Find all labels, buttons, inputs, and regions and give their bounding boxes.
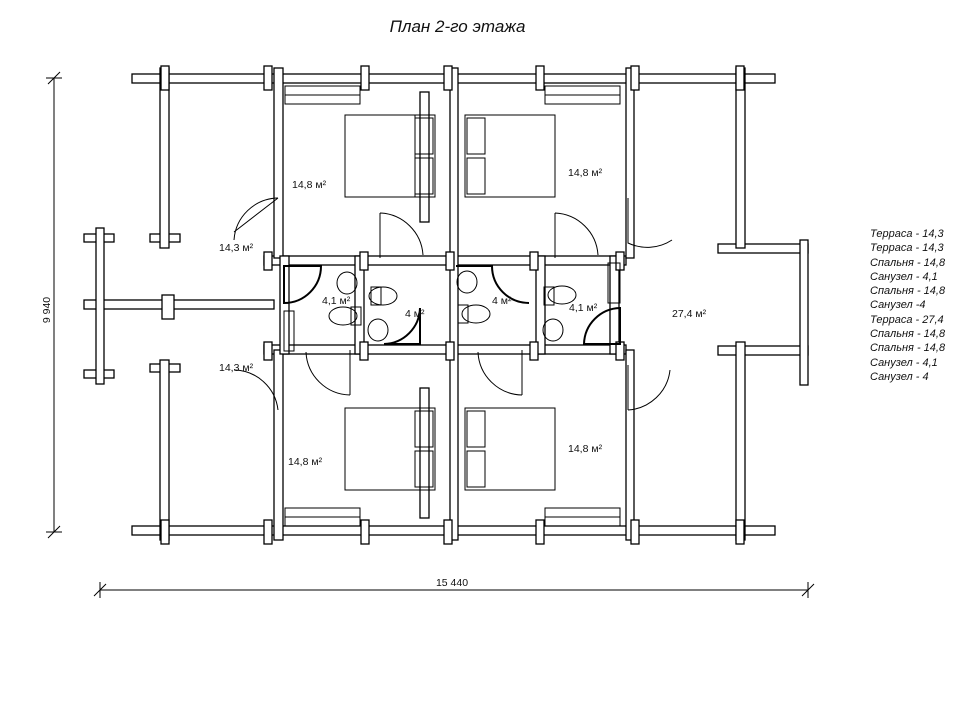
wall xyxy=(735,67,746,249)
wall xyxy=(535,65,545,91)
wall xyxy=(535,519,545,545)
wall xyxy=(449,67,459,541)
wall xyxy=(445,341,455,361)
wall xyxy=(625,67,635,259)
wall xyxy=(735,519,745,545)
legend-item: Терраса - 14,3 xyxy=(870,228,944,240)
legend-item: Спальня - 14,8 xyxy=(870,328,946,341)
room-label-bedroom-top-right: 14,8 м² xyxy=(568,167,603,179)
bathroom-fixtures xyxy=(283,262,621,352)
legend-item: Терраса - 27,4 xyxy=(870,313,944,326)
wall xyxy=(799,239,809,386)
room-label-terrace-top-left: 14,3 м² xyxy=(219,242,254,254)
wall xyxy=(95,227,105,385)
wall xyxy=(263,341,273,361)
wall xyxy=(443,65,453,91)
doors xyxy=(233,197,673,411)
legend-item: Санузел - 4 xyxy=(870,370,929,383)
room-label-terrace-right: 27,4 м² xyxy=(672,308,707,320)
legend-item: Спальня - 14,8 xyxy=(870,342,946,355)
room-label-bedroom-top-left: 14,8 м² xyxy=(292,179,327,191)
wall xyxy=(625,349,635,541)
wall xyxy=(359,251,369,271)
wall xyxy=(419,387,430,519)
wall xyxy=(273,67,284,259)
dimension-width-label: 15 440 xyxy=(436,577,468,589)
room-legend: Терраса - 14,3 Терраса - 14,3 Спальня - … xyxy=(870,227,945,384)
wall xyxy=(263,65,273,91)
wall xyxy=(160,65,170,91)
walls xyxy=(83,65,809,545)
wall xyxy=(717,345,809,356)
wall xyxy=(273,349,284,541)
wall xyxy=(263,344,627,355)
legend-item: Терраса - 14,3 xyxy=(870,242,944,255)
wall xyxy=(630,519,640,545)
legend-item: Спальня - 14,8 xyxy=(870,256,946,269)
wall xyxy=(159,359,170,541)
wall xyxy=(263,255,627,266)
wall xyxy=(360,519,370,545)
wall xyxy=(609,255,620,355)
wall xyxy=(354,255,365,355)
room-label-bath-1: 4,1 м² xyxy=(322,295,351,307)
wall xyxy=(735,341,746,541)
wall xyxy=(359,341,369,361)
room-label-bath-4: 4,1 м² xyxy=(569,302,598,314)
wall xyxy=(419,91,430,223)
legend-item: Санузел - 4,1 xyxy=(870,356,938,369)
wall xyxy=(83,299,275,310)
beds xyxy=(344,114,556,491)
legend-item: Спальня - 14,8 xyxy=(870,285,946,298)
room-label-bath-2: 4 м² xyxy=(405,308,425,320)
room-label-bath-3: 4 м² xyxy=(492,295,512,307)
plan-title: План 2-го этажа xyxy=(389,17,526,36)
wall xyxy=(717,243,809,254)
wall xyxy=(159,67,170,249)
room-label-terrace-bottom-left: 14,3 м² xyxy=(219,362,254,374)
room-label-bedroom-bottom-left: 14,8 м² xyxy=(288,456,323,468)
wall xyxy=(263,251,273,271)
wall xyxy=(529,341,539,361)
dimension-height-label: 9 940 xyxy=(41,297,53,323)
wall xyxy=(443,519,453,545)
legend-item: Санузел - 4,1 xyxy=(870,270,938,283)
wall xyxy=(161,294,175,320)
wall xyxy=(160,519,170,545)
dimension-vertical xyxy=(46,71,62,539)
windows xyxy=(284,85,621,527)
wall xyxy=(360,65,370,91)
wall xyxy=(279,255,290,355)
wall xyxy=(735,65,745,91)
room-label-bedroom-bottom-right: 14,8 м² xyxy=(568,443,603,455)
legend-item: Санузел -4 xyxy=(870,299,926,312)
wall xyxy=(445,251,455,271)
wall xyxy=(529,251,539,271)
wall xyxy=(630,65,640,91)
dimension-horizontal xyxy=(93,582,815,598)
wall xyxy=(263,519,273,545)
